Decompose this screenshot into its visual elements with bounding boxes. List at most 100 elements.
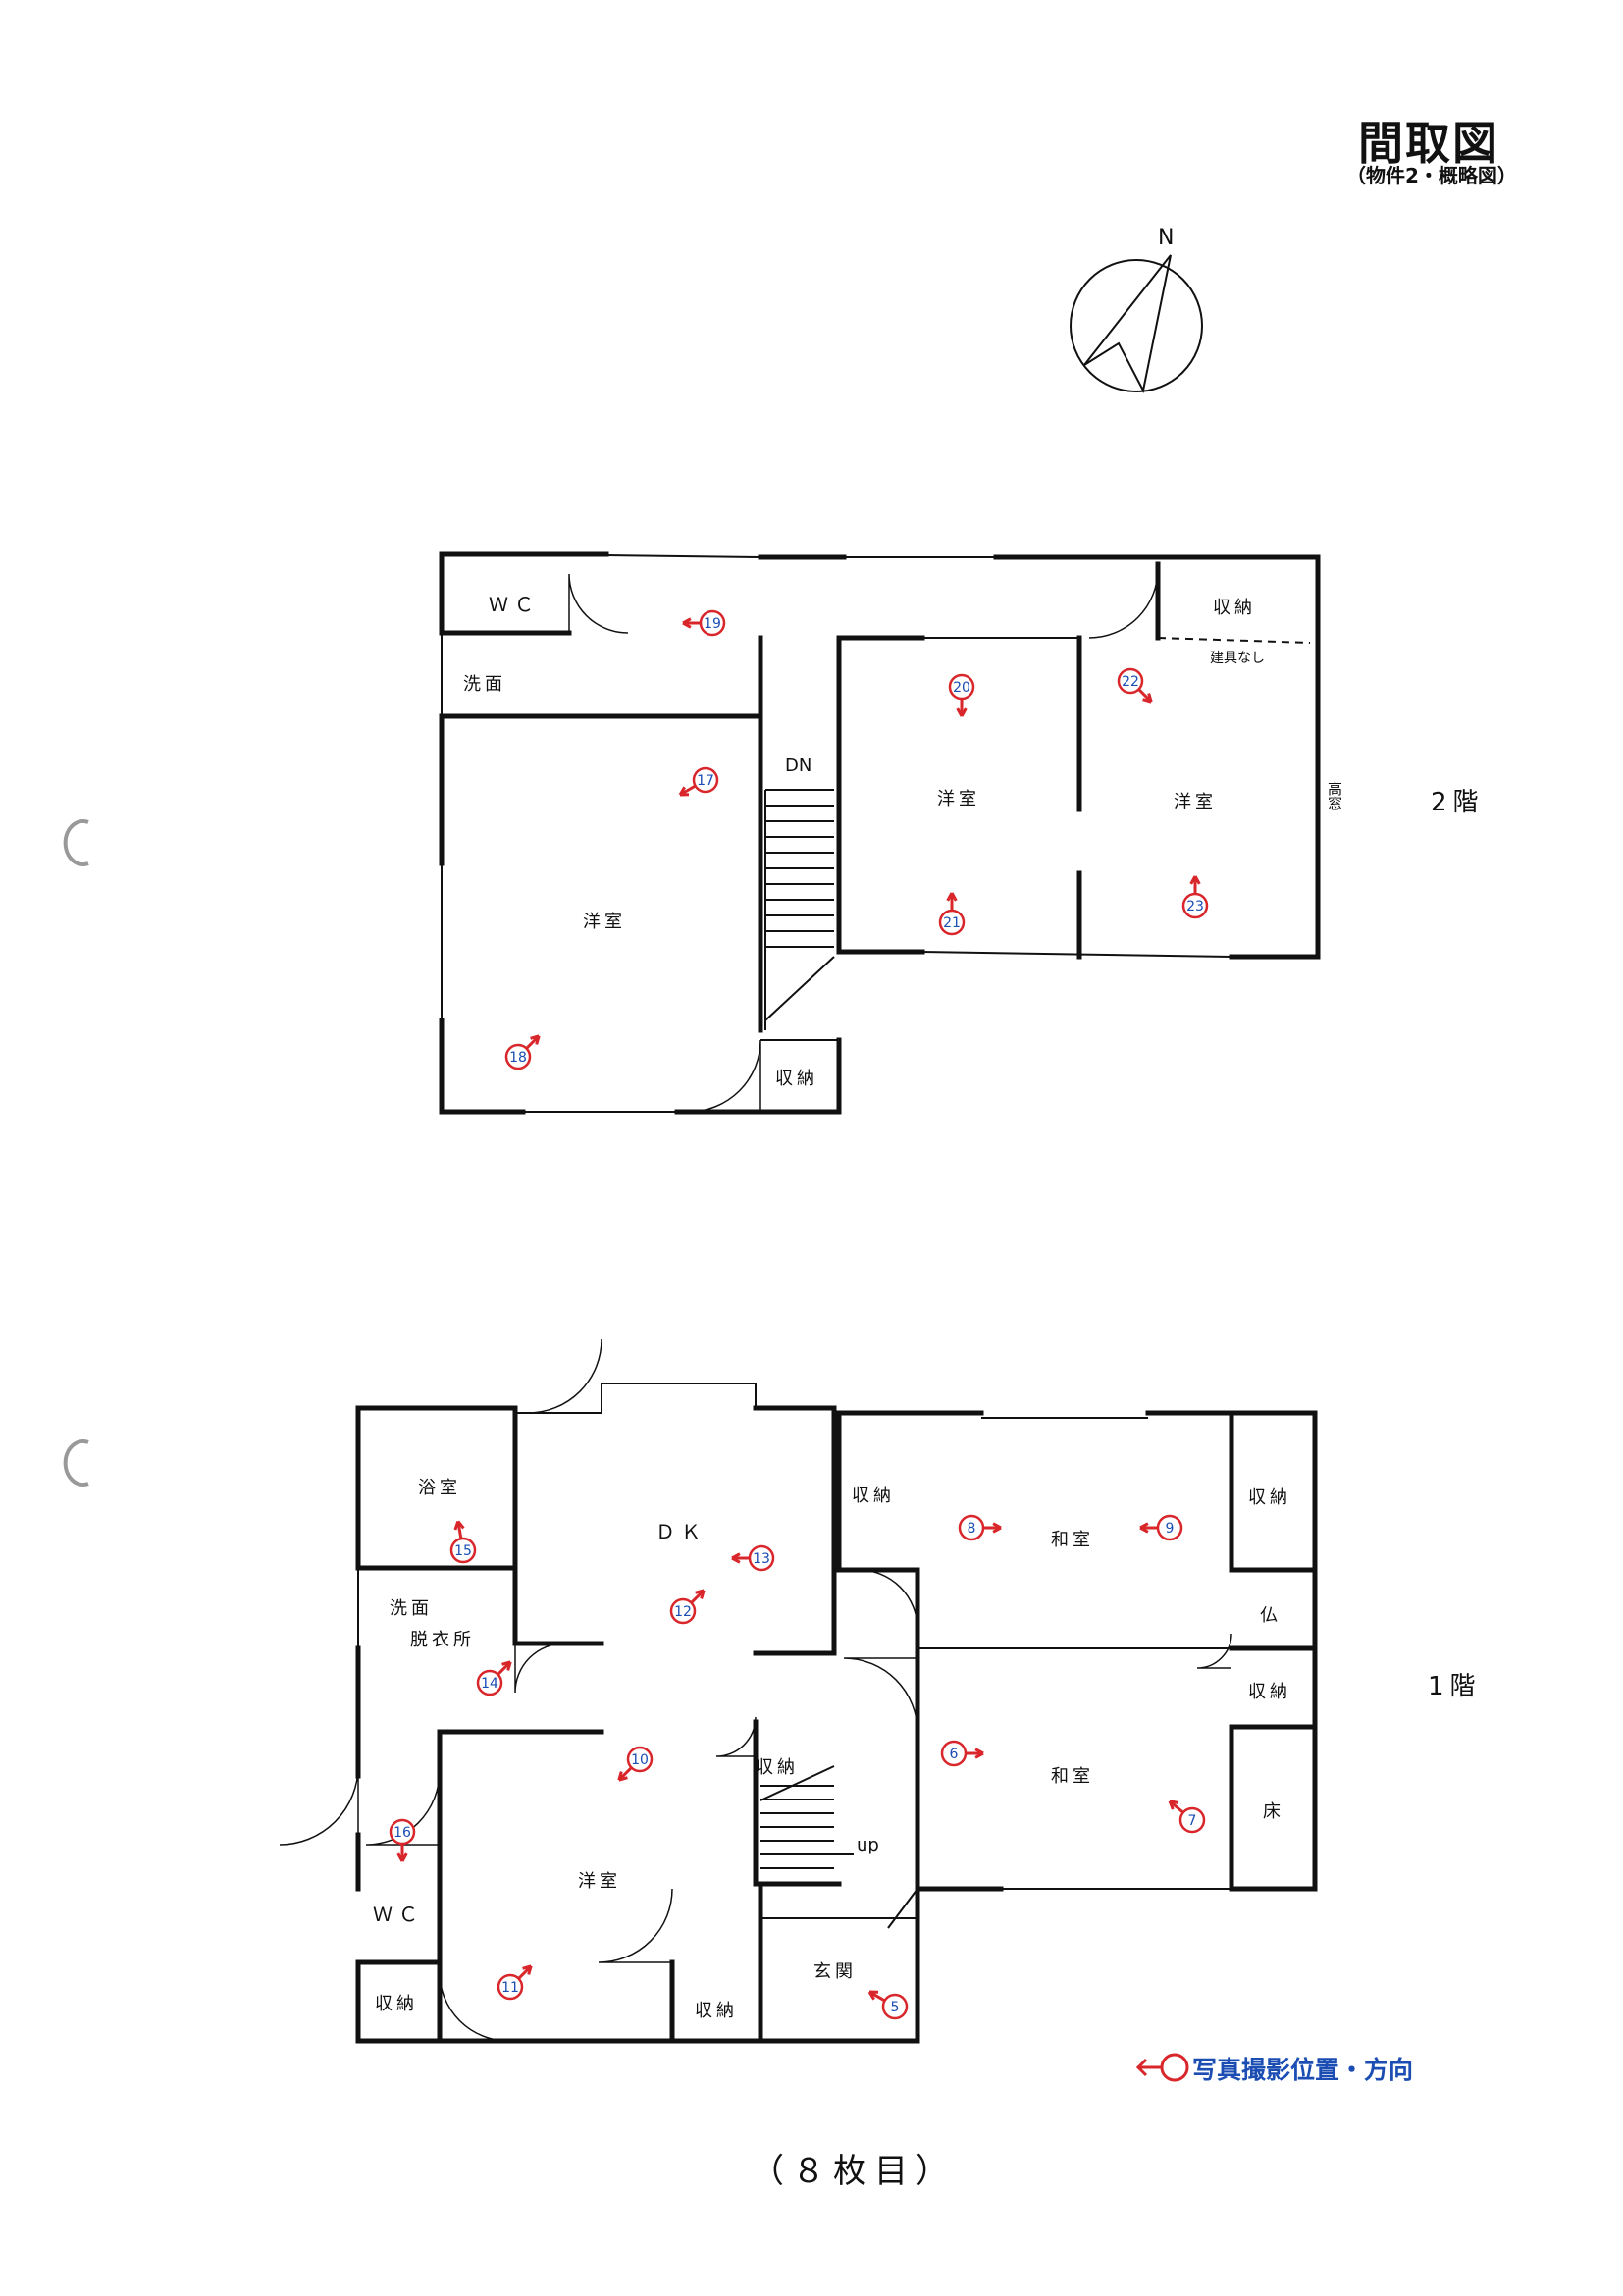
photo-position-marker: 10 (617, 1746, 654, 1782)
door-1f-wc (365, 1770, 441, 1846)
compass-arrow (1083, 254, 1172, 393)
wall-2f-east (993, 554, 1321, 960)
marker-circle (692, 766, 719, 794)
room-label-1f-storage-s: 収納 (695, 2001, 738, 2021)
door-2f-storage-ne (1088, 568, 1159, 639)
room-label-1f-storage-sw: 収納 (375, 1994, 418, 2014)
marker-circle (476, 1669, 503, 1696)
marker-arrow-head (530, 1034, 541, 1045)
marker-arrow-head (867, 1990, 879, 2001)
marker-arrow-head (731, 1552, 741, 1564)
marker-number: 14 (481, 1676, 498, 1692)
legend-circle (1160, 2053, 1189, 2082)
wall-1f-door-frame (515, 1383, 602, 1414)
marker-circle (1181, 892, 1209, 919)
photo-position-marker: 5 (867, 1990, 909, 2020)
door-1f-wc-exterior (279, 1765, 359, 1846)
door-1f-storage-a (858, 1569, 918, 1630)
room-label-1f-washroom: 洗面 (390, 1598, 433, 1619)
marker-arrow-head (992, 1522, 1002, 1534)
wall-1f-dk-top (602, 1383, 757, 1408)
window-2f-top-a (605, 554, 761, 558)
room-label-1f-storage-c: 収納 (1248, 1682, 1291, 1702)
page-subtitle: （物件2・概略図） (1346, 164, 1517, 187)
photo-position-marker: 22 (1117, 667, 1153, 704)
marker-circle (504, 1043, 532, 1070)
room-label-2f-washroom: 洗面 (463, 674, 506, 695)
marker-number: 18 (509, 1050, 527, 1066)
photo-position-marker: 11 (497, 1964, 533, 2001)
door-2f-storage-stair (688, 1039, 761, 1113)
room-label-1f-changing-room: 脱衣所 (410, 1630, 475, 1650)
wall-1f-dk-east (753, 1405, 837, 1656)
marker-arrow-head (1139, 1522, 1149, 1534)
marker-circle (1117, 667, 1144, 695)
wall-1f-step (887, 1888, 918, 1929)
marker-number: 9 (1166, 1521, 1175, 1537)
marker-number: 10 (631, 1752, 649, 1768)
photo-position-marker: 7 (1168, 1800, 1206, 1834)
room-label-1f-japanese-room-south: 和室 (1051, 1766, 1094, 1787)
marker-number: 6 (950, 1747, 959, 1762)
room-label-1f-entrance: 玄関 (813, 1961, 857, 1982)
door-1f-storage-sw (439, 1971, 509, 2042)
marker-arrow-head (682, 617, 692, 629)
marker-number: 20 (953, 680, 970, 696)
legend-arrow (1135, 2058, 1162, 2077)
room-label-2f-wc: ＷＣ (489, 593, 540, 616)
marker-arrow-head (956, 707, 968, 717)
marker-arrow-head (396, 1852, 408, 1862)
marker-arrow-head (453, 1520, 465, 1531)
room-label-1f-dk: ＤＫ (655, 1520, 707, 1543)
photo-position-marker: 16 (389, 1818, 416, 1862)
marker-circle (1178, 1806, 1206, 1834)
binder-hole-mark (63, 1439, 89, 1487)
wall-1f-wc-storage (355, 1959, 443, 2044)
marker-number: 22 (1122, 674, 1139, 690)
stair-2f-diagonal (764, 956, 835, 1021)
door-1f-hall (843, 1657, 918, 1733)
marker-circle (948, 673, 975, 701)
photo-position-marker: 20 (948, 673, 975, 717)
wall-1f-jroom-s-west (915, 1645, 1004, 1892)
marker-circle (881, 1993, 909, 2020)
marker-arrow-head (678, 786, 690, 797)
door-1f-storage-c (1196, 1633, 1232, 1669)
floor-label-2f: 2階 (1431, 788, 1485, 817)
marker-arrow-head (695, 1589, 706, 1599)
photo-position-marker: 8 (958, 1514, 1002, 1541)
photo-position-marker: 6 (940, 1740, 984, 1767)
door-1f-dk-north (527, 1338, 602, 1414)
marker-number: 15 (454, 1543, 472, 1559)
marker-arrow-head (974, 1748, 984, 1759)
stair-up-label: up (857, 1835, 879, 1855)
room-label-2f-western-room-large: 洋室 (583, 912, 626, 932)
photo-position-marker: 23 (1181, 875, 1209, 919)
room-label-1f-alcove: 床 (1263, 1801, 1284, 1822)
marker-number: 21 (943, 915, 961, 931)
marker-circle (699, 609, 726, 637)
room-label-1f-storage-stair: 収納 (756, 1757, 799, 1778)
marker-number: 5 (891, 2000, 900, 2015)
marker-circle (497, 1973, 524, 2001)
compass-circle (1070, 259, 1203, 392)
door-1f-storage-s (598, 1888, 673, 1963)
marker-arrow-head (501, 1660, 512, 1671)
marker-number: 12 (674, 1604, 692, 1620)
room-label-1f-western-room: 洋室 (578, 1871, 621, 1892)
photo-position-marker: 14 (476, 1660, 512, 1696)
room-label-1f-bath: 浴室 (418, 1478, 461, 1498)
no-fittings-dashed-line (1157, 637, 1311, 644)
photo-position-marker: 18 (504, 1034, 541, 1070)
marker-circle (449, 1537, 477, 1564)
wall-1f-dk-west (512, 1405, 604, 1646)
legend-symbol (1135, 2053, 1189, 2082)
room-label-2f-storage-stair: 収納 (775, 1069, 818, 1089)
marker-circle (938, 909, 966, 936)
photo-position-marker: 19 (682, 609, 726, 637)
room-label-2f-western-room-east: 洋室 (1174, 792, 1217, 812)
room-label-1f-altar: 仏 (1260, 1605, 1282, 1626)
floor-label-1f: 1階 (1428, 1672, 1482, 1701)
marker-arrow-head (1189, 875, 1201, 885)
